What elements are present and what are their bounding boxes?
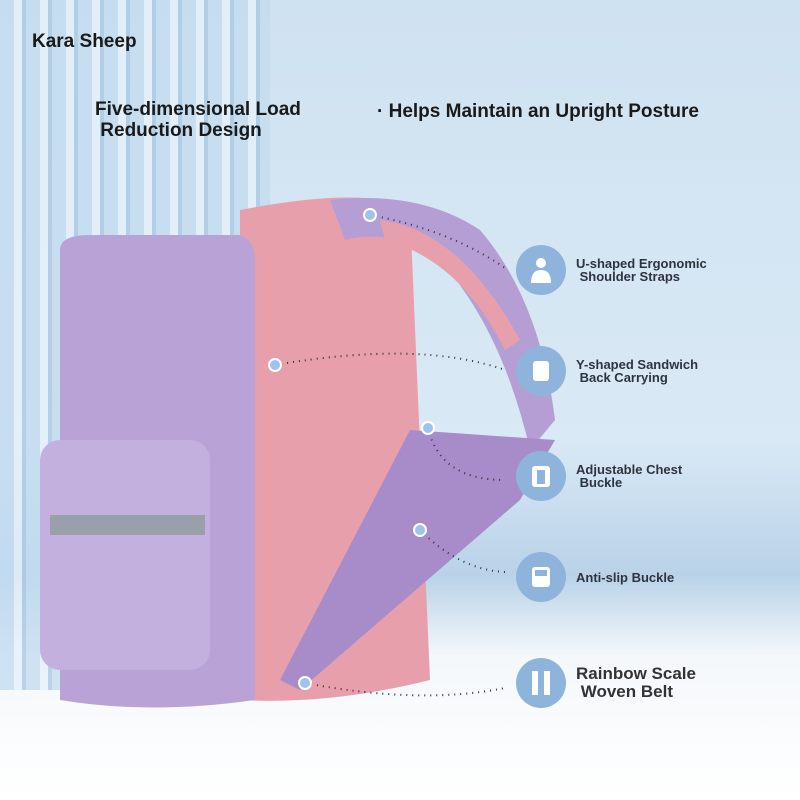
feature-shoulder-straps: U-shaped Ergonomic Shoulder Straps xyxy=(516,245,707,295)
headline-load-reduction: Five-dimensional Load Reduction Design xyxy=(95,99,301,141)
feature-label: U-shaped Ergonomic Shoulder Straps xyxy=(576,256,707,284)
feature-woven-belt: Rainbow Scale Woven Belt xyxy=(516,658,696,708)
woven-belt-icon xyxy=(516,658,566,708)
side-pocket xyxy=(40,440,210,670)
feature-label: Anti-slip Buckle xyxy=(576,569,675,585)
backpack-back-icon xyxy=(516,346,566,396)
feature-label: Y-shaped Sandwich Back Carrying xyxy=(576,357,699,385)
feature-label: Rainbow Scale Woven Belt xyxy=(576,664,696,701)
headline-posture: · Helps Maintain an Upright Posture xyxy=(377,101,699,122)
reflective-strip xyxy=(50,515,205,535)
shoulder-strap xyxy=(330,198,555,450)
feature-anti-slip-buckle: Anti-slip Buckle xyxy=(516,552,674,602)
buckle-icon xyxy=(516,552,566,602)
chest-buckle-icon xyxy=(516,451,566,501)
lower-strap xyxy=(280,430,555,690)
shoulder-person-icon xyxy=(516,245,566,295)
feature-label: Adjustable Chest Buckle xyxy=(576,462,683,490)
feature-chest-buckle: Adjustable Chest Buckle xyxy=(516,451,682,501)
feature-back-carrying: Y-shaped Sandwich Back Carrying xyxy=(516,346,698,396)
brand-name: Kara Sheep xyxy=(32,31,137,52)
